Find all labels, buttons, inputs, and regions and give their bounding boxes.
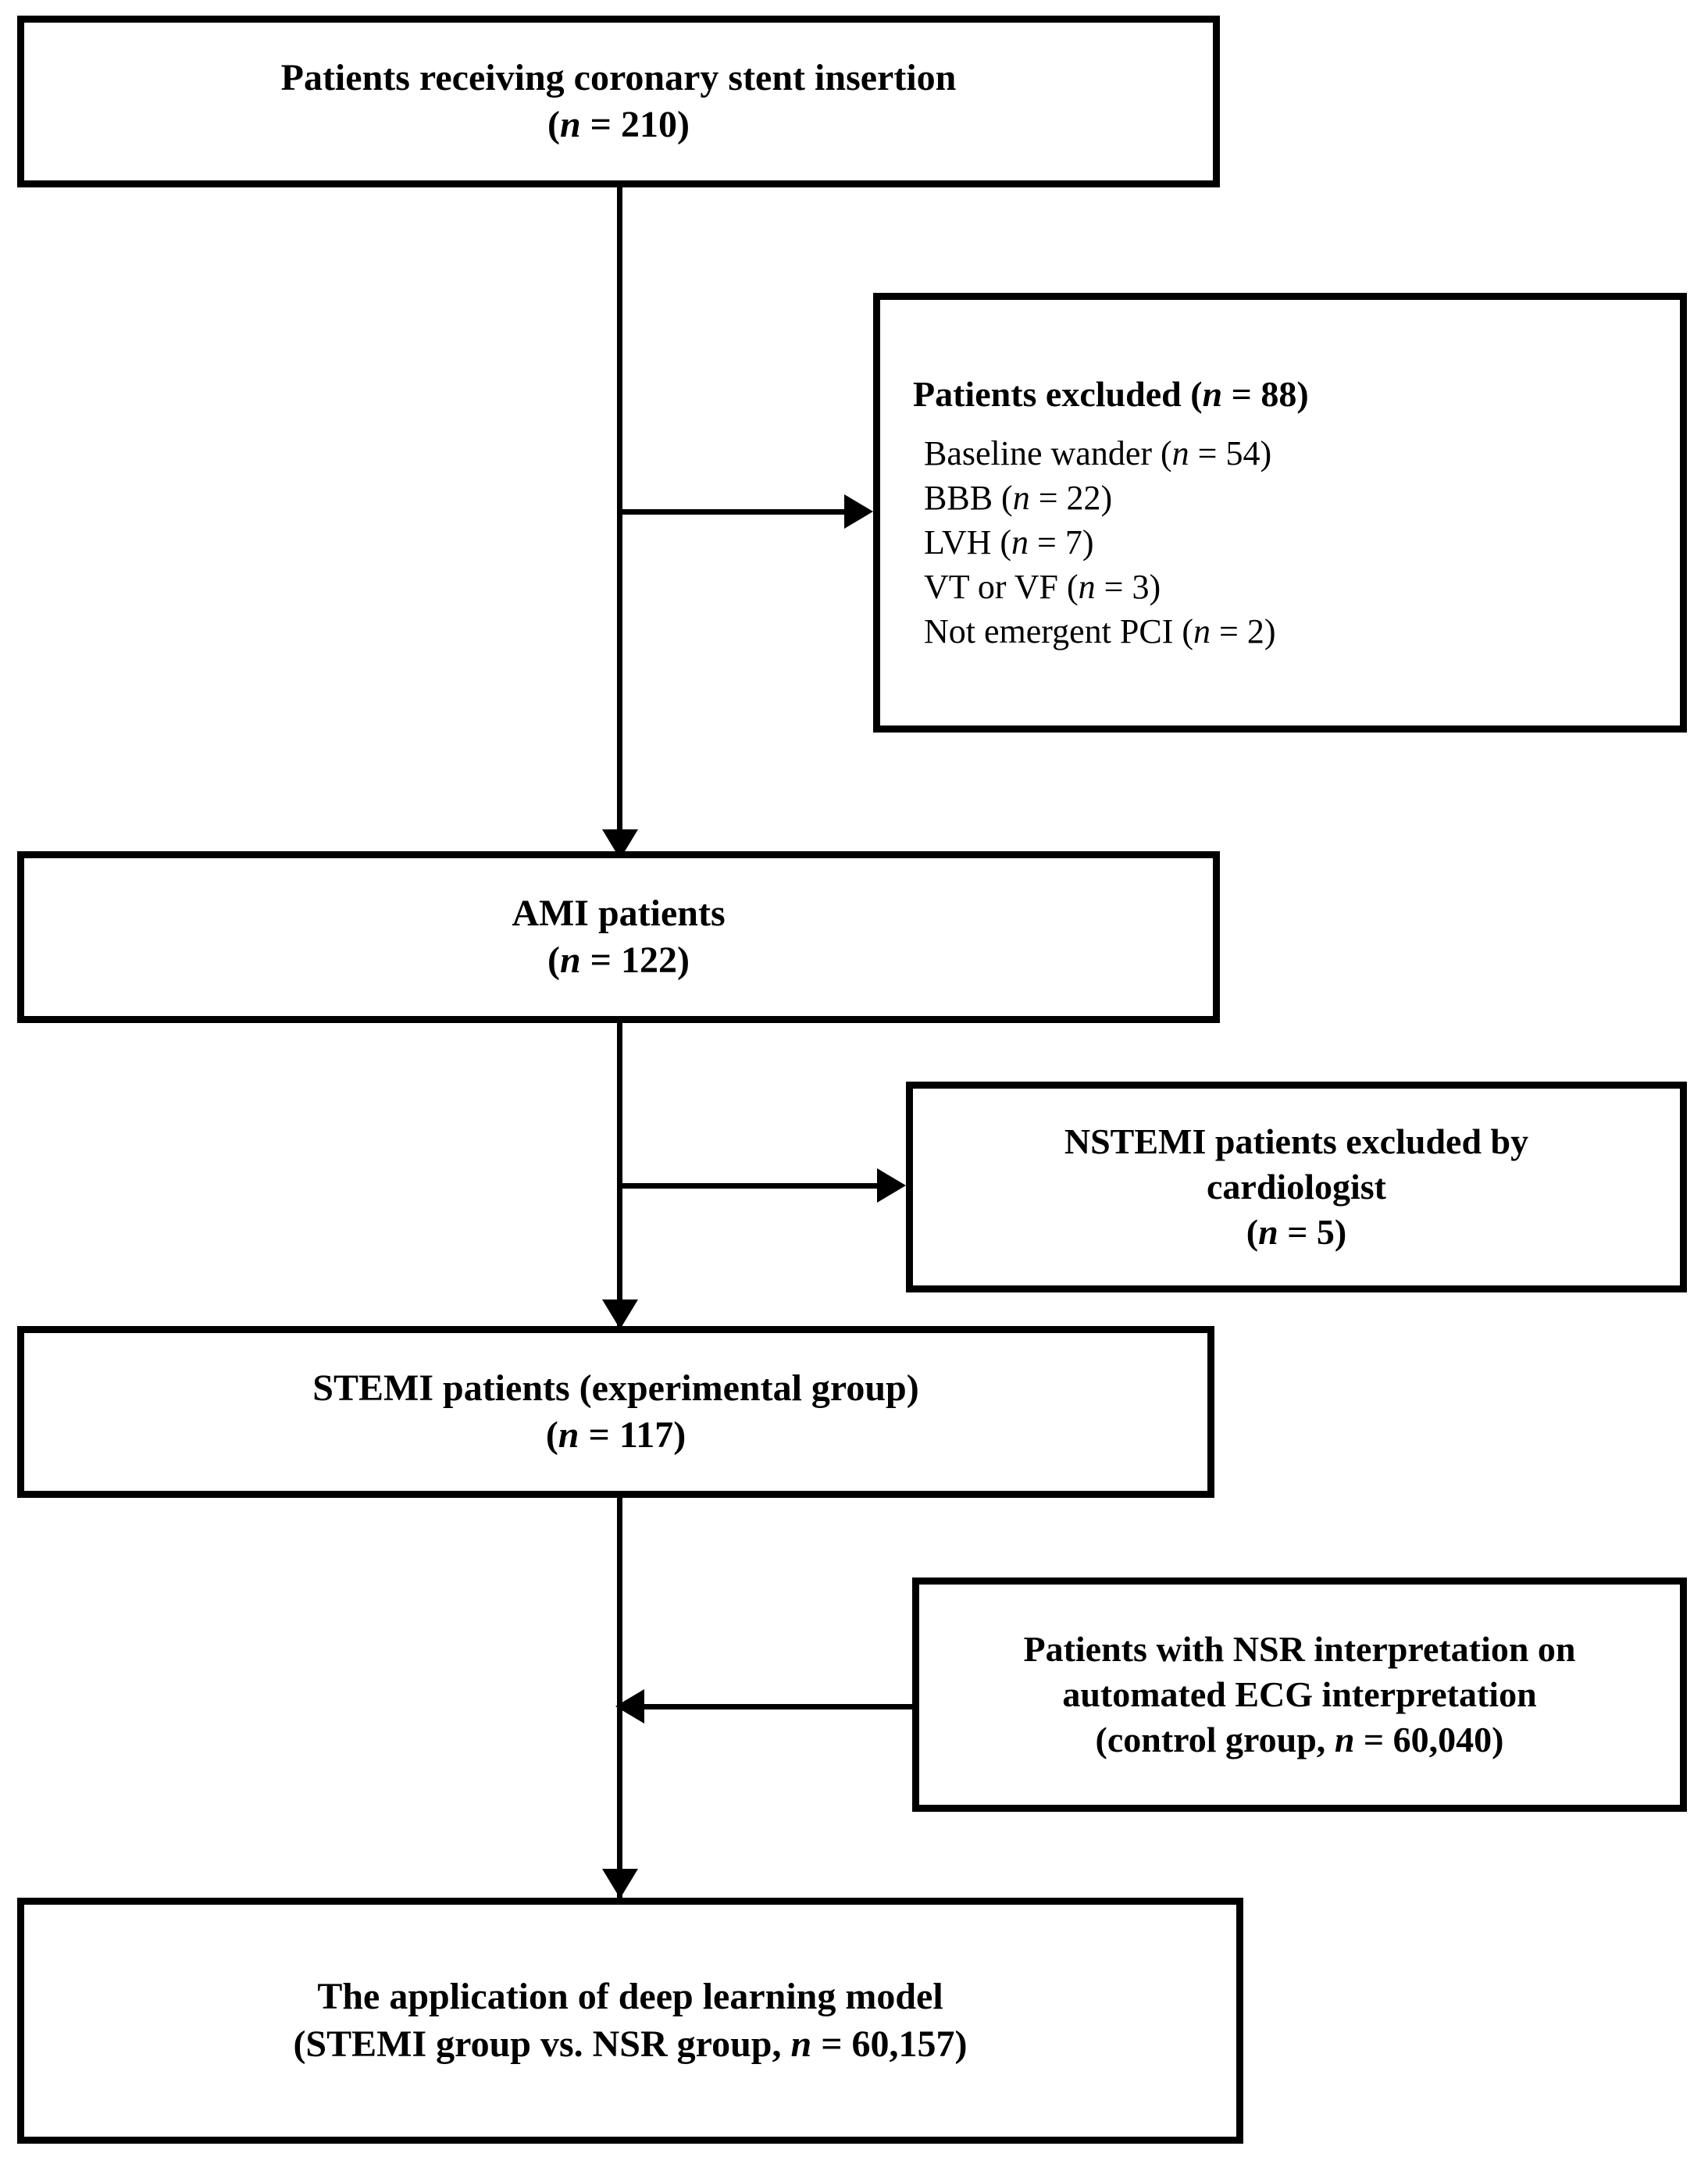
n-symbol: n	[790, 2023, 812, 2065]
node-nsr-control-line2: automated ECG interpretation	[1062, 1674, 1537, 1715]
n-symbol: n	[559, 104, 581, 145]
node-nstemi-excluded-line2: cardiologist	[1207, 1167, 1386, 1207]
node-deep-learning-model-line1: The application of deep learning model	[317, 1976, 943, 2018]
n-symbol: n	[1078, 568, 1096, 607]
node-ami-patients: AMI patients (n = 122)	[17, 851, 1220, 1023]
reason-label: LVH (	[924, 522, 1012, 561]
node-nstemi-excluded-line1: NSTEMI patients excluded by	[1064, 1121, 1529, 1162]
connector-trunk-to-excluded-line	[619, 509, 846, 515]
reason-count: = 3)	[1095, 568, 1161, 607]
n-symbol: n	[1334, 1719, 1355, 1759]
groups-label: (STEMI group vs. NSR group,	[293, 2023, 791, 2065]
reason-label: BBB (	[924, 478, 1013, 517]
node-patients-excluded: Patients excluded (n = 88) Baseline wand…	[873, 293, 1687, 733]
node-deep-learning-model-groups: (STEMI group vs. NSR group, n = 60,157)	[293, 2021, 967, 2068]
n-symbol: n	[558, 1414, 579, 1456]
node-deep-learning-model: The application of deep learning model (…	[17, 1898, 1243, 2144]
n-symbol: n	[1202, 373, 1223, 414]
n-symbol: n	[559, 939, 581, 981]
n-symbol: n	[1258, 1211, 1278, 1252]
paren-open: (	[547, 939, 560, 981]
excluded-reason-not-emergent-pci: Not emergent PCI (n = 2)	[913, 609, 1276, 654]
connector-trunk-to-nstemi-line	[619, 1183, 879, 1189]
reason-label: Not emergent PCI (	[924, 612, 1194, 651]
reason-count: = 7)	[1029, 522, 1094, 561]
node-nsr-control-line1: Patients with NSR interpretation on	[1023, 1629, 1576, 1670]
connector-nsr-to-trunk-arrowhead	[615, 1689, 644, 1724]
reason-count: = 54)	[1189, 433, 1272, 472]
count-value: = 5)	[1278, 1211, 1347, 1252]
count-value: = 122)	[580, 939, 690, 981]
reason-label: VT or VF (	[924, 568, 1079, 607]
reason-count: = 2)	[1211, 612, 1276, 651]
node-nsr-control-count: (control group, n = 60,040)	[1096, 1717, 1504, 1763]
node-stemi-patients: STEMI patients (experimental group) (n =…	[17, 1326, 1214, 1498]
node-nstemi-patients-excluded: NSTEMI patients excluded by cardiologist…	[906, 1082, 1687, 1292]
paren-open: (	[545, 1414, 558, 1456]
excluded-reason-lvh: LVH (n = 7)	[913, 520, 1094, 565]
connector-stemi-to-model-arrowhead	[602, 1869, 638, 1898]
connector-trunk-to-nstemi-arrowhead	[877, 1168, 906, 1203]
paren-open: (	[1246, 1211, 1259, 1252]
count-value: = 60,040)	[1354, 1719, 1504, 1759]
excluded-reason-vt-or-vf: VT or VF (n = 3)	[913, 565, 1161, 609]
node-patients-enrolled: Patients receiving coronary stent insert…	[17, 16, 1220, 187]
node-nsr-control-group: Patients with NSR interpretation on auto…	[912, 1578, 1687, 1812]
count-value: = 117)	[579, 1414, 686, 1456]
count-value: = 60,157)	[811, 2023, 968, 2065]
connector-nsr-to-trunk-line	[621, 1704, 916, 1709]
excluded-reason-baseline-wander: Baseline wander (n = 54)	[913, 431, 1271, 476]
heading-label: Patients excluded (	[913, 373, 1203, 414]
n-symbol: n	[1012, 478, 1030, 517]
connector-enrolled-to-ami-line	[617, 187, 622, 1011]
group-label: (control group,	[1095, 1719, 1335, 1759]
n-symbol: n	[1171, 433, 1189, 472]
node-patients-enrolled-count: (n = 210)	[547, 102, 690, 148]
n-symbol: n	[1011, 522, 1029, 561]
reason-label: Baseline wander (	[924, 433, 1172, 472]
n-symbol: n	[1193, 612, 1211, 651]
node-stemi-patients-count: (n = 117)	[546, 1412, 686, 1459]
node-ami-patients-line1: AMI patients	[512, 892, 726, 934]
reason-count: = 22)	[1029, 478, 1113, 517]
paren-open: (	[547, 104, 560, 145]
node-patients-enrolled-line1: Patients receiving coronary stent insert…	[280, 56, 957, 98]
node-ami-patients-count: (n = 122)	[547, 937, 690, 984]
node-stemi-patients-line1: STEMI patients (experimental group)	[312, 1367, 919, 1409]
heading-count: = 88)	[1222, 373, 1309, 414]
node-nstemi-excluded-count: (n = 5)	[1246, 1210, 1346, 1255]
node-patients-excluded-heading: Patients excluded (n = 88)	[913, 372, 1309, 417]
connector-trunk-to-excluded-arrowhead	[844, 494, 873, 529]
connector-ami-to-stemi-line	[617, 1023, 622, 1328]
count-value: = 210)	[580, 104, 690, 145]
excluded-reason-bbb: BBB (n = 22)	[913, 476, 1112, 520]
connector-ami-to-stemi-arrowhead	[602, 1299, 638, 1329]
